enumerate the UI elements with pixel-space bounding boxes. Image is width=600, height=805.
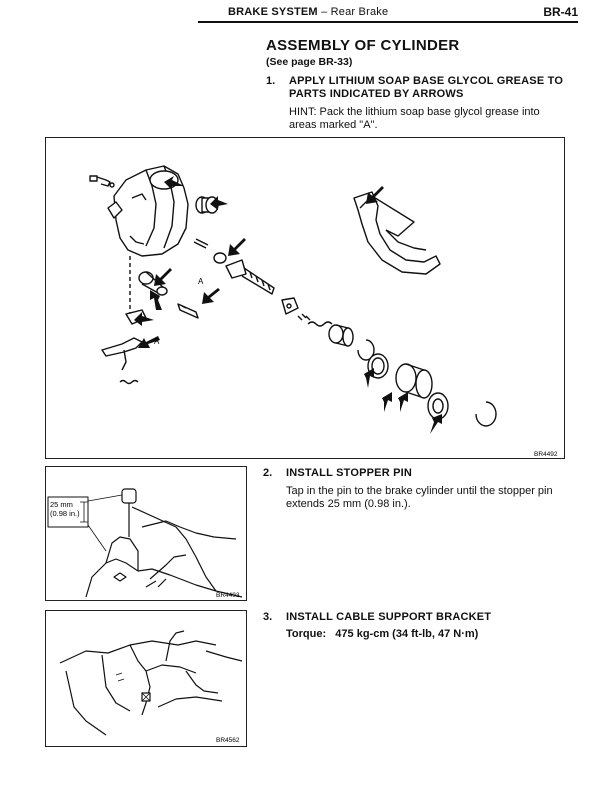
grease-arrow (364, 368, 374, 388)
cylinder-sleeve (138, 271, 168, 296)
step-heading-cont: PARTS INDICATED BY ARROWS (289, 88, 464, 100)
exploded-view-figure: A A BR4492 (45, 137, 565, 459)
stopper-pin-drawing: 25 mm (0.98 in.) BR4493 (47, 488, 243, 599)
small-pin (193, 238, 209, 249)
header-subsection: Rear Brake (330, 6, 389, 18)
step-body: Tap in the pin to the brake cylinder unt… (286, 485, 553, 497)
page-reference: (See page BR-33) (266, 56, 353, 68)
hammer-head (121, 488, 137, 504)
adjuster-piston (328, 324, 354, 347)
step-heading: INSTALL STOPPER PIN (286, 467, 413, 479)
adjusting-nut (297, 313, 311, 321)
hint-text: HINT: Pack the lithium soap base glycol … (289, 106, 540, 118)
step-2: 2. INSTALL STOPPER PIN Tap in the pin to… (263, 467, 583, 511)
hint-text-cont: areas marked "A". (289, 119, 378, 131)
caliper-bracket (353, 191, 441, 275)
step-number: 1. (266, 75, 276, 87)
guide-pin (177, 303, 199, 319)
main-piston (395, 363, 433, 399)
grease-arrow (382, 392, 392, 412)
grease-arrow (210, 196, 228, 210)
piston-boot (427, 392, 449, 420)
torque-label: Torque: (286, 628, 327, 640)
page-number: BR-41 (543, 5, 578, 19)
frame-top (59, 640, 217, 664)
lock-plate (281, 297, 299, 315)
bracket-spring (119, 379, 139, 385)
step-3: 3. INSTALL CABLE SUPPORT BRACKET Torque:… (263, 611, 583, 641)
grease-arrows (134, 176, 442, 434)
step-body-cont: extends 25 mm (0.98 in.). (286, 498, 411, 510)
running-header: BRAKE SYSTEM – Rear Brake (228, 6, 388, 18)
step-number: 3. (263, 611, 273, 623)
grease-arrow (398, 392, 408, 412)
exploded-view-drawing: A A BR4492 (89, 165, 558, 458)
grease-arrow (154, 268, 172, 286)
label-a-1: A (198, 277, 204, 286)
step-number: 2. (263, 467, 273, 479)
bleeder-screw (89, 175, 115, 188)
grease-arrow (164, 176, 184, 190)
header-rule (198, 21, 578, 23)
header-separator: – (317, 6, 331, 18)
frame-left (65, 670, 107, 736)
figure-code: BR4562 (216, 737, 240, 744)
torque-spec: Torque: 475 kg-cm (34 ft-lb, 47 N·m) (286, 628, 583, 641)
torque-value: 475 kg-cm (34 ft-lb, 47 N·m) (335, 628, 479, 640)
cylinder-edge (131, 506, 217, 592)
grease-arrow (430, 414, 442, 434)
step-1: 1. APPLY LITHIUM SOAP BASE GLYCOL GREASE… (266, 75, 586, 132)
grease-arrow (150, 290, 162, 310)
o-ring (213, 252, 227, 264)
cable (129, 644, 151, 716)
wrench-handle (165, 630, 185, 662)
hammer-hand (105, 536, 139, 571)
grease-arrow (366, 186, 384, 204)
cylinder-body (107, 165, 189, 257)
bracket-outline (141, 520, 237, 540)
grease-arrow (138, 336, 160, 348)
bracket-drawing: BR4562 (59, 630, 243, 744)
grease-arrow (202, 288, 220, 304)
bracket-figure: BR4562 (45, 610, 247, 747)
dimension-in: (0.98 in.) (50, 509, 80, 518)
stopper-pin-figure: 25 mm (0.98 in.) BR4493 (45, 466, 247, 601)
section-title: ASSEMBLY OF CYLINDER (266, 37, 460, 54)
header-section: BRAKE SYSTEM (228, 6, 318, 18)
grease-arrow (228, 238, 246, 256)
adjusting-bolt (225, 259, 275, 295)
cable-bracket (101, 337, 143, 371)
piston-spring (307, 321, 333, 327)
outer-snap-ring (475, 401, 497, 427)
figure-code: BR4492 (534, 451, 558, 458)
figure-code: BR4493 (216, 592, 240, 599)
step-heading: APPLY LITHIUM SOAP BASE GLYCOL GREASE TO (289, 75, 564, 87)
bracket-arm (101, 654, 131, 712)
step-heading: INSTALL CABLE SUPPORT BRACKET (286, 611, 492, 623)
dimension-mm: 25 mm (50, 500, 73, 509)
grease-arrow (134, 312, 154, 326)
label-a-2: A (154, 337, 160, 346)
